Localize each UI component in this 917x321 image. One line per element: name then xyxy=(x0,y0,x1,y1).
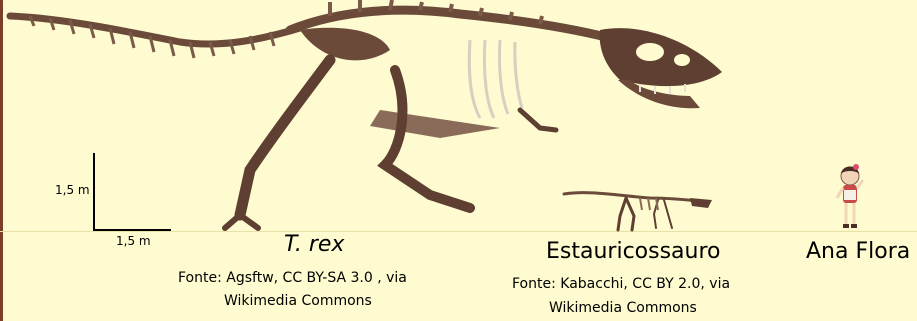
ana-flora-name-label: Ana Flora xyxy=(806,239,910,264)
trex-name-label: T. rex xyxy=(284,232,344,257)
scale-label-horizontal: 1,5 m xyxy=(116,234,151,248)
trex-source-line2: Wikimedia Commons xyxy=(224,293,372,309)
ana-flora-figure-image xyxy=(830,162,870,232)
staurikosaurus-skeleton-image xyxy=(560,180,720,232)
staurikosaurus-source-line2: Wikimedia Commons xyxy=(549,300,697,316)
staurikosaurus-source-line1: Fonte: Kabacchi, CC BY 2.0, via xyxy=(512,276,730,292)
trex-source-line1: Fonte: Agsftw, CC BY-SA 3.0 , via xyxy=(178,270,407,286)
staurikosaurus-name-label: Estauricossauro xyxy=(546,239,721,264)
